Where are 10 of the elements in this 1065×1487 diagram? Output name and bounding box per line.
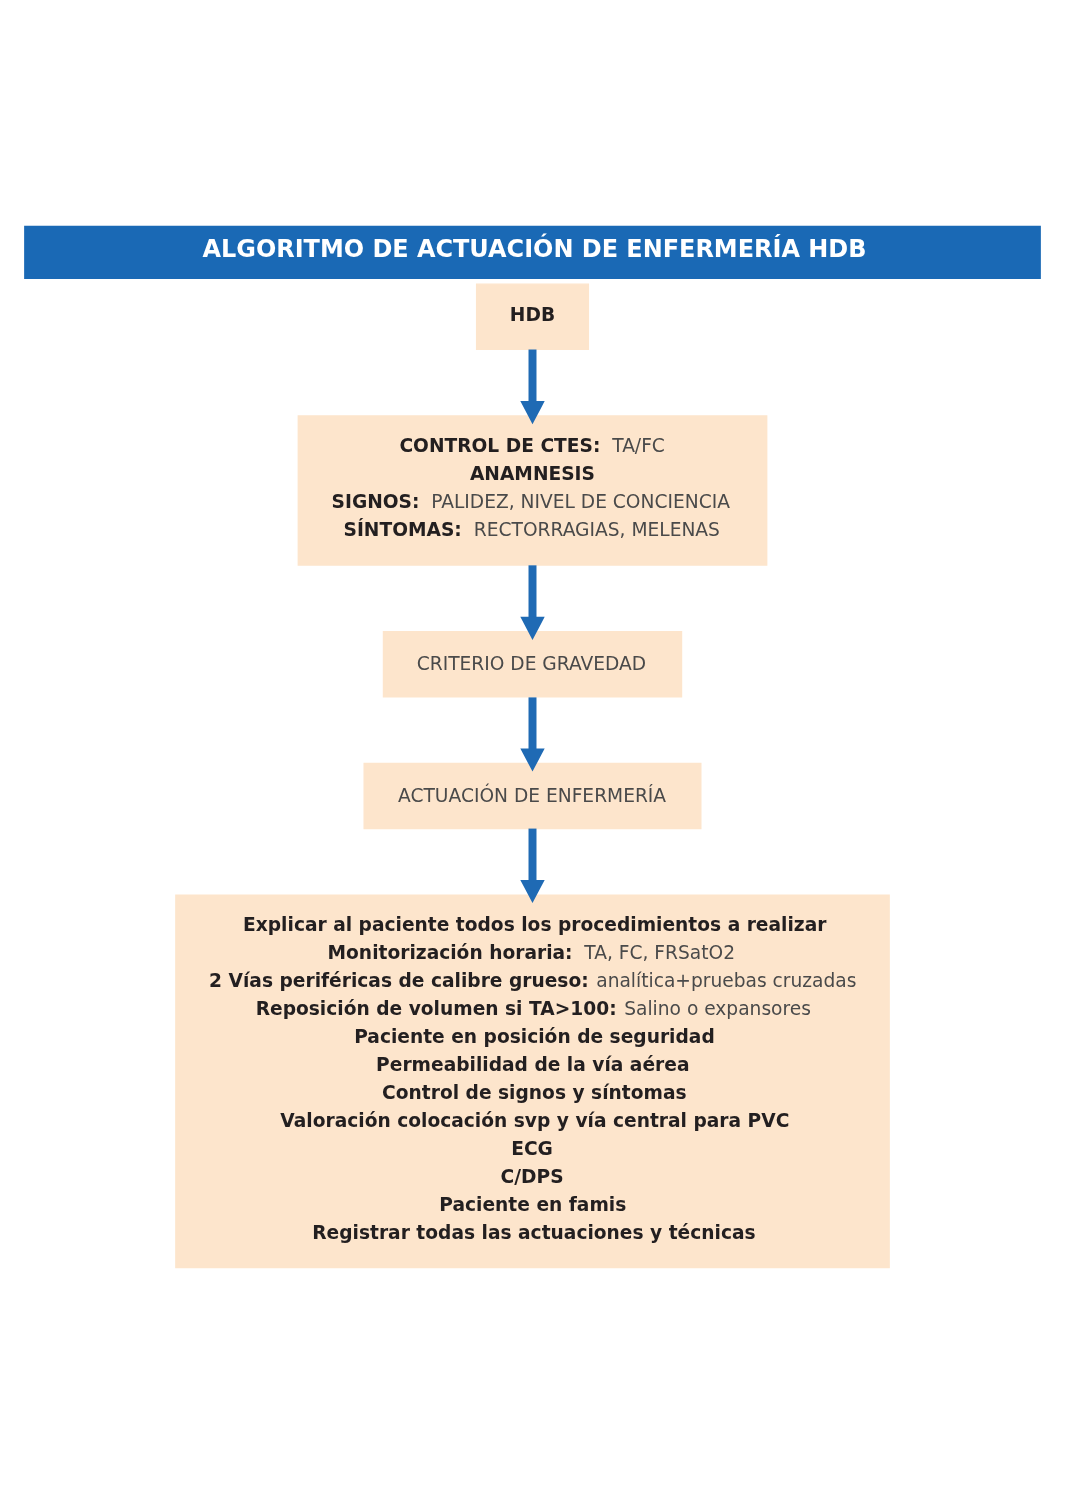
node-box: HDB: [475, 283, 590, 350]
arrow: [520, 564, 545, 640]
arrow: [520, 696, 545, 772]
node-box: Explicar al paciente todos los procedimientos a realizar Monitorización horaria: TA, FC, FRSatO2 2 Vías periféricas de calibre grueso: analítica+pruebas cruzadas Reposición de volumen si TA>100: Salino o expansores Paciente en posición de seguridad Permeabilidad de la vía aérea Control de signos y síntomas Valoración colocación svp y vía central para PVC ECG C/DPS Paciente en famis Registrar todas las actuaciones y técnicas: [175, 893, 890, 1268]
arrow: [520, 349, 545, 424]
diagram-title: ALGORITMO DE ACTUACIÓN DE ENFERMERÍA HDB: [202, 234, 867, 263]
node-box: CRITERIO DE GRAVEDAD: [382, 630, 683, 697]
node-box: ACTUACIÓN DE ENFERMERÍA: [363, 762, 702, 829]
node-box: CONTROL DE CTES: TA/FC ANAMNESIS SIGNOS: PALIDEZ, NIVEL DE CONCIENCIA SÍNTOMAS: RECTORRAGIAS, MELENAS: [297, 414, 768, 566]
arrow: [520, 828, 545, 903]
